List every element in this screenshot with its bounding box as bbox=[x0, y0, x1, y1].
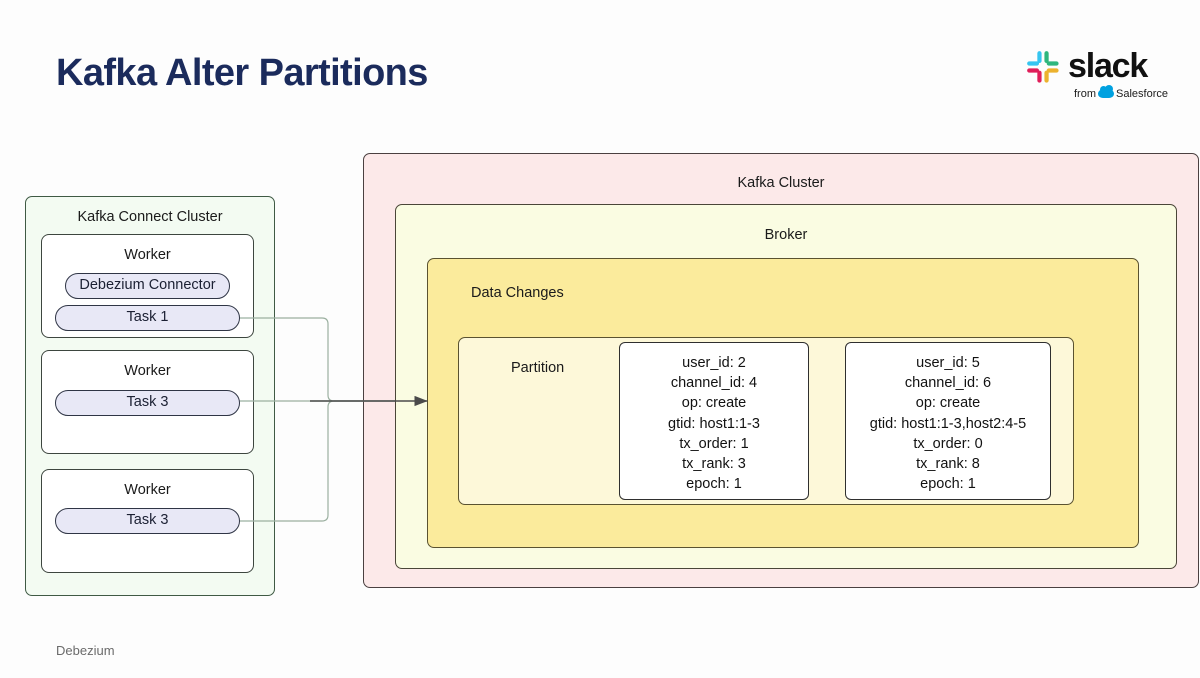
data-changes-label: Data Changes bbox=[471, 285, 564, 301]
record-field: epoch: 1 bbox=[686, 476, 742, 493]
worker-label: Worker bbox=[124, 247, 171, 263]
task-pill[interactable]: Task 3 bbox=[55, 390, 240, 416]
kafka-connect-cluster-label: Kafka Connect Cluster bbox=[77, 209, 223, 225]
slack-logo: slack from Salesforce bbox=[1026, 47, 1168, 106]
page-title: Kafka Alter Partitions bbox=[56, 52, 428, 94]
broker-label: Broker bbox=[764, 227, 808, 243]
partition-label: Partition bbox=[511, 360, 565, 376]
debezium-connector-pill[interactable]: Debezium Connector bbox=[65, 273, 230, 299]
tagline-prefix: from bbox=[1074, 88, 1096, 100]
worker-label: Worker bbox=[124, 363, 171, 379]
task-pill[interactable]: Task 3 bbox=[55, 508, 240, 534]
record-field: tx_rank: 8 bbox=[916, 456, 980, 473]
footer-note: Debezium bbox=[56, 643, 115, 658]
record-field: user_id: 2 bbox=[682, 355, 746, 371]
record-field: op: create bbox=[681, 395, 747, 412]
record-field: gtid: host1:1-3,host2:4-5 bbox=[869, 415, 1027, 432]
record-card: user_id: 5 channel_id: 6 op: create gtid… bbox=[845, 342, 1051, 500]
record-card: user_id: 2 channel_id: 4 op: create gtid… bbox=[619, 342, 809, 500]
slack-wordmark: slack bbox=[1068, 47, 1148, 85]
task-pill[interactable]: Task 1 bbox=[55, 305, 240, 331]
record-field: op: create bbox=[915, 395, 981, 412]
kafka-cluster-label: Kafka Cluster bbox=[737, 175, 825, 191]
record-field: tx_order: 0 bbox=[913, 435, 983, 452]
record-field: channel_id: 6 bbox=[904, 375, 992, 392]
record-field: gtid: host1:1-3 bbox=[668, 415, 760, 432]
record-field: tx_rank: 3 bbox=[682, 456, 746, 473]
salesforce-cloud-icon bbox=[1098, 85, 1114, 98]
record-field: tx_order: 1 bbox=[679, 435, 749, 452]
record-field: channel_id: 4 bbox=[670, 375, 758, 392]
slack-hash-icon bbox=[1027, 51, 1059, 83]
tagline-suffix: Salesforce bbox=[1116, 88, 1168, 100]
record-field: epoch: 1 bbox=[920, 476, 976, 493]
salesforce-tagline: from Salesforce bbox=[1074, 85, 1168, 100]
worker-label: Worker bbox=[124, 482, 171, 498]
record-field: user_id: 5 bbox=[916, 355, 980, 371]
